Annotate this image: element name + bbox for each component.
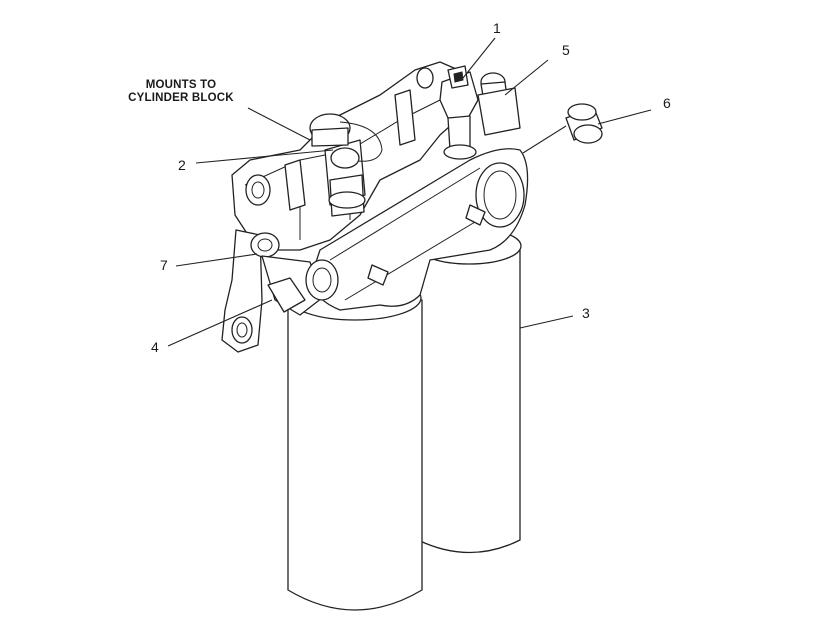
note-line-1: MOUNTS TO (145, 79, 217, 91)
callout-4: 4 (151, 339, 159, 355)
leader-4 (167, 299, 273, 347)
leader-3 (519, 315, 574, 329)
front-filter-canister (287, 275, 423, 611)
leader-7 (175, 253, 258, 267)
leader-main (522, 125, 567, 154)
callout-7: 7 (160, 257, 168, 273)
leader-6 (597, 109, 652, 125)
leader-1 (462, 37, 496, 79)
mounts-to-cylinder-block-note: MOUNTS TO CYLINDER BLOCK (118, 79, 244, 105)
leader-2 (195, 149, 334, 164)
rear-filter-canister (416, 227, 522, 554)
leader-lines (167, 37, 652, 347)
filter-head-manifold (309, 148, 529, 311)
callout-5: 5 (562, 42, 570, 58)
note-line-2: CYLINDER BLOCK (128, 92, 234, 104)
fuel-fitting (477, 72, 521, 136)
hand-primer-pump (309, 113, 383, 217)
plug (565, 103, 603, 144)
callout-1: 1 (493, 20, 501, 36)
inlet-fitting (250, 232, 339, 316)
callout-2: 2 (178, 157, 186, 173)
leader-mounts (247, 107, 311, 141)
callout-6: 6 (663, 95, 671, 111)
callout-3: 3 (582, 305, 590, 321)
leader-5 (504, 59, 549, 96)
pressure-sensor (439, 65, 479, 160)
